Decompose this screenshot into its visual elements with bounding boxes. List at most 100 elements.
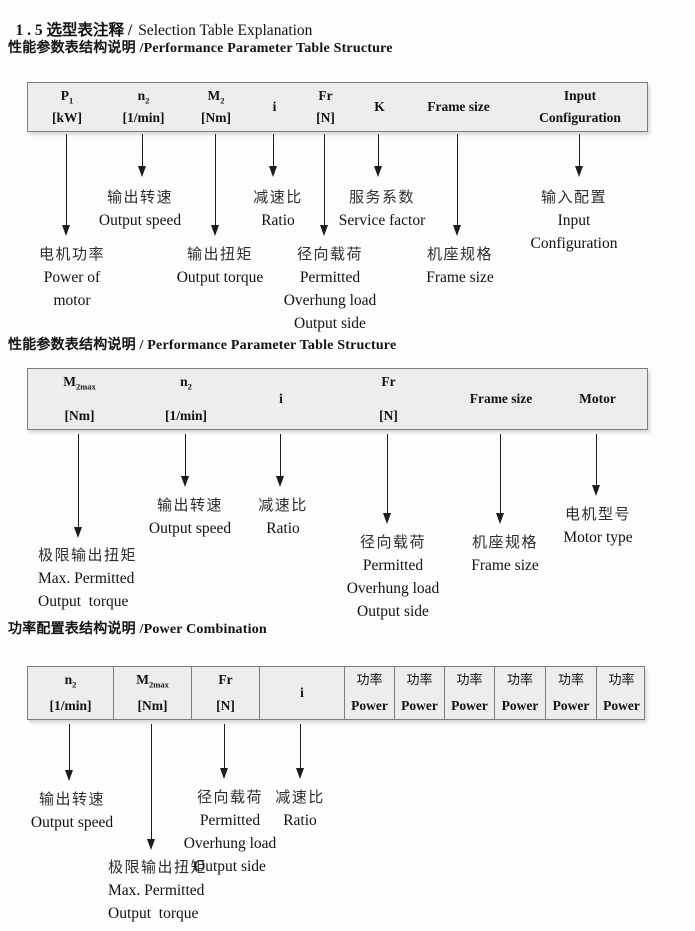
callout-label-line: Output side — [194, 858, 266, 875]
column-header-symbol: K — [374, 99, 385, 114]
column-header: M2max[Nm] — [113, 667, 191, 719]
arrow-head-icon — [296, 768, 304, 779]
arrow-head-icon — [320, 225, 328, 236]
callout-label-line: Output torque — [108, 905, 199, 922]
column-header-unit: [Nm] — [64, 408, 95, 423]
column-header: K — [353, 83, 406, 131]
column-header-subscript: 2 — [187, 381, 192, 392]
callout-label-line: Power of — [43, 269, 101, 286]
callout-label-line: Permitted — [199, 812, 261, 829]
callout-label-line: Output torque — [176, 269, 264, 286]
column-header: M2 [Nm] — [181, 83, 251, 131]
column-header-unit: [Nm] — [201, 110, 231, 125]
callout-arrow — [184, 434, 186, 478]
column-header-unit: [N] — [216, 698, 235, 713]
column-header: n2 [1/min] — [106, 83, 181, 131]
callout-label-line: Permitted — [362, 557, 424, 574]
callout-label-line: Service factor — [338, 212, 426, 229]
callout-label-line: 径向载荷 — [196, 789, 264, 806]
callout-label-line: 输出转速 — [156, 497, 224, 514]
callout-label-line: Max. Permitted — [38, 570, 135, 587]
callout-label-line: 输入配置 — [540, 189, 607, 206]
column-header-symbol: 功率 — [506, 672, 533, 687]
column-header: i — [241, 369, 321, 429]
callout-arrow — [377, 134, 379, 168]
column-header: Fr[N] — [191, 667, 259, 719]
column-header-symbol: Fr — [318, 88, 333, 103]
column-header-unit: [kW] — [52, 110, 82, 125]
column-header-symbol: i — [300, 685, 304, 700]
callout-label-line: Ratio — [261, 212, 295, 229]
callout-label-line: Output speed — [30, 814, 114, 831]
callout-label-line: Configuration — [530, 235, 618, 252]
column-header-unit: [1/min] — [165, 408, 207, 423]
callout-label-line: 减速比 — [258, 497, 308, 514]
arrow-head-icon — [220, 768, 228, 779]
callout-label-line: 输出转速 — [38, 791, 106, 808]
column-header-symbol: 功率 — [608, 672, 635, 687]
callout-label-line: motor — [53, 292, 91, 309]
arrow-head-icon — [65, 770, 73, 781]
callout-arrow — [68, 724, 70, 772]
page-title: 1 . 5 选型表注释 /Selection Table Explanation — [0, 0, 313, 58]
column-header: n2[1/min] — [131, 369, 241, 429]
column-header-symbol: Frame size — [469, 391, 533, 406]
column-header-symbol: n2 — [137, 88, 150, 106]
column-header-symbol: 功率 — [356, 672, 383, 687]
callout-label-line: 极限输出扭矩 — [38, 547, 138, 564]
column-header-unit: Power — [552, 698, 590, 713]
column-header: Fr[N] — [298, 83, 353, 131]
callout-label-line: 电机功率 — [38, 246, 106, 263]
column-header-unit: Power — [401, 698, 438, 713]
arrow-head-icon — [62, 225, 70, 236]
column-header-unit: [Nm] — [137, 698, 168, 713]
column-header-symbol: M2 — [207, 88, 225, 106]
arrow-head-icon — [592, 485, 600, 496]
callout-arrow — [141, 134, 143, 168]
callout-label-line: Overhung load — [183, 835, 277, 852]
column-header-unit: [1/min] — [49, 698, 92, 713]
column-header-subscript: 2max — [75, 381, 96, 392]
arrow-head-icon — [383, 513, 391, 524]
callout-label-line: 服务系数 — [348, 189, 415, 206]
callout-arrow — [65, 134, 67, 227]
column-header-symbol: i — [279, 391, 283, 406]
column-header-unit: Power — [603, 698, 640, 713]
callout-label: 输出转速 Output speed — [31, 788, 113, 834]
callout-arrow — [578, 134, 580, 168]
column-header-subscript: 2 — [145, 95, 150, 106]
callout-label-line: Output side — [294, 315, 366, 332]
callout-arrow — [272, 134, 274, 168]
section-heading-performance-parameter-structure-1: 性能参数表结构说明 /Performance Parameter Table S… — [8, 41, 393, 56]
callout-label-line: 机座规格 — [471, 534, 539, 551]
column-header: i — [259, 667, 344, 719]
arrow-head-icon — [211, 225, 219, 236]
column-header-symbol: 功率 — [557, 672, 584, 687]
callout-label-line: 极限输出扭矩 — [108, 859, 208, 876]
column-header-unit: Power — [451, 698, 488, 713]
arrow-head-icon — [453, 225, 461, 236]
callout-arrow — [223, 724, 225, 770]
callout-arrow — [214, 134, 216, 227]
arrow-head-icon — [74, 527, 82, 538]
column-header: P1[kW] — [28, 83, 106, 131]
callout-label-line: 减速比 — [275, 789, 325, 806]
section-heading-power-combination: 功率配置表结构说明 /Power Combination — [8, 622, 267, 637]
column-header-unit: [1/min] — [122, 110, 165, 125]
callout-arrow — [595, 434, 597, 487]
page-title-zh: 1 . 5 选型表注释 / — [15, 22, 133, 39]
column-header: 功率 Power — [596, 667, 646, 719]
callout-label-line: Ratio — [283, 812, 317, 829]
column-header: Motor — [546, 369, 649, 429]
